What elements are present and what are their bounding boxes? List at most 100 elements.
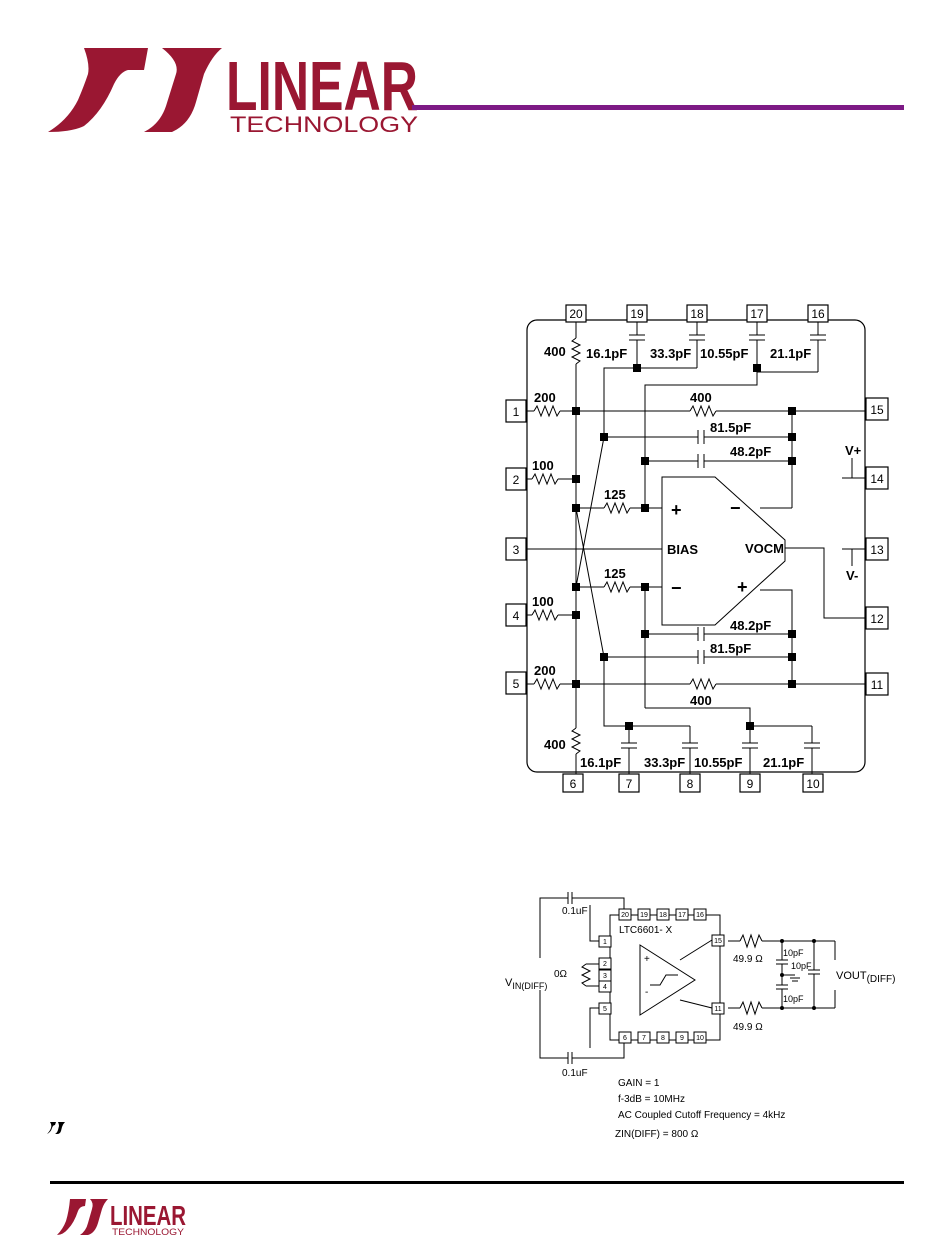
logo-word-technology: TECHNOLOGY — [230, 112, 418, 136]
app-pin-number: 16 — [696, 912, 704, 919]
resistor-label: 400 — [544, 737, 566, 752]
resistor-label: 400 — [544, 344, 566, 359]
cap-in-top-label: 0.1uF — [562, 906, 588, 917]
pin-number: 20 — [569, 307, 583, 321]
app-pin-number: 15 — [714, 938, 722, 945]
pin-number: 12 — [870, 612, 884, 626]
app-pin-number: 11 — [714, 1006, 721, 1013]
app-labels: 0.1uF 0.1uF LTC6601- X 0Ω VIN(DIFF) + - … — [505, 906, 895, 1140]
app-pin-boxes — [598, 908, 725, 1044]
resistor-400-top — [570, 337, 582, 365]
resistor-100-top — [531, 472, 559, 486]
resistor-label: 100 — [532, 594, 554, 609]
vout-label: VOUT(DIFF) — [836, 970, 895, 985]
logo-word-linear: LINEAR — [226, 47, 418, 125]
pin-number: 7 — [626, 777, 633, 791]
vin-label: VIN(DIFF) — [505, 977, 547, 991]
resistor-49.9-bottom — [739, 1000, 763, 1016]
resistor-label: 100 — [532, 458, 554, 473]
pin-number: 2 — [513, 473, 520, 487]
app-pin-number: 7 — [642, 1035, 646, 1042]
app-note: AC Coupled Cutoff Frequency = 4kHz — [618, 1110, 785, 1121]
footer-logo-technology: TECHNOLOGY — [112, 1227, 184, 1237]
cap-label: 10.55pF — [700, 346, 748, 361]
app-pin-number: 1 — [603, 939, 607, 946]
app-note: f-3dB = 10MHz — [618, 1094, 685, 1105]
cap-label: 48.2pF — [730, 618, 771, 633]
resistor-200-bottom — [533, 677, 561, 691]
pin-number: 5 — [513, 677, 520, 691]
app-pin-numbers: 20 19 18 17 16 6 7 8 9 10 1 2 3 4 5 15 1… — [603, 912, 722, 1042]
lt-logo-mark-right — [144, 48, 222, 132]
footer-rule — [50, 1181, 904, 1184]
cap-label: 81.5pF — [710, 420, 751, 435]
vplus-label: V+ — [845, 443, 862, 458]
cap-label: 48.2pF — [730, 444, 771, 459]
resistor-label: 400 — [690, 390, 712, 405]
resistor-100-bottom — [531, 608, 559, 622]
app-note: ZIN(DIFF) = 800 Ω — [615, 1129, 699, 1140]
vminus-label: V- — [846, 568, 858, 583]
pin-number: 18 — [690, 307, 704, 321]
pin-number: 8 — [687, 777, 694, 791]
pin-number: 4 — [513, 609, 520, 623]
component-labels: 400 16.1pF 33.3pF 10.55pF 21.1pF 200 400… — [532, 344, 862, 770]
cap-label: 10pF — [783, 994, 804, 1004]
bottom-pin-boxes — [562, 773, 824, 793]
footer-lt-mark — [57, 1199, 108, 1235]
pin-number: 3 — [513, 543, 520, 557]
left-pin-boxes — [505, 399, 527, 695]
resistor-label: 200 — [534, 663, 556, 678]
part-label: LTC6601- X — [619, 925, 673, 936]
pin-number: 17 — [750, 307, 764, 321]
cap-label: 10.55pF — [694, 755, 742, 770]
cap-label: 33.3pF — [644, 755, 685, 770]
top-pin-boxes — [565, 304, 829, 323]
amp-plus-label: + — [644, 954, 650, 965]
wiring — [526, 322, 866, 774]
amp-plus-bottom: + — [737, 577, 748, 597]
resistor-400-feedback-bottom — [689, 677, 717, 691]
app-amp-symbol — [639, 944, 696, 1016]
resistor-label: 200 — [534, 390, 556, 405]
zero-ohm-label: 0Ω — [554, 969, 568, 980]
top-pin-numbers: 20 19 18 17 16 — [569, 307, 825, 321]
pin-number: 10 — [806, 777, 820, 791]
resistor-label: 400 — [690, 693, 712, 708]
app-pin-number: 20 — [621, 912, 629, 919]
pin-number: 15 — [870, 403, 884, 417]
bias-label: BIAS — [667, 542, 698, 557]
left-pin-numbers: 1 2 3 4 5 — [513, 405, 520, 691]
resistor-label: 125 — [604, 566, 626, 581]
cap-label: 16.1pF — [586, 346, 627, 361]
right-pin-boxes — [865, 397, 889, 696]
pin-number: 16 — [811, 307, 825, 321]
pin-number: 6 — [570, 777, 577, 791]
cap-label: 10pF — [783, 948, 804, 958]
app-pin-number: 3 — [603, 973, 607, 980]
cap-label: 16.1pF — [580, 755, 621, 770]
resistor-125-top — [603, 501, 631, 515]
pin-number: 9 — [747, 777, 754, 791]
footer-logo: LINEAR TECHNOLOGY — [57, 1199, 186, 1237]
app-junctions — [780, 939, 816, 1010]
app-pin-number: 10 — [696, 1035, 704, 1042]
linear-technology-logo: LINEAR TECHNOLOGY — [48, 47, 418, 136]
app-pin-number: 19 — [640, 912, 648, 919]
resistor-label: 49.9 Ω — [733, 954, 763, 965]
app-pin-number: 9 — [680, 1035, 684, 1042]
app-pin-number: 18 — [659, 912, 667, 919]
app-note: GAIN = 1 — [618, 1078, 660, 1089]
app-pin-number: 2 — [603, 961, 607, 968]
cap-label: 10pF — [791, 961, 812, 971]
app-pin-number: 6 — [623, 1035, 627, 1042]
bottom-pin-numbers: 6 7 8 9 10 — [570, 777, 820, 791]
pin-number: 19 — [630, 307, 644, 321]
resistor-200-top — [533, 404, 561, 418]
small-lt-logo-icon — [47, 1122, 65, 1134]
pin-number: 1 — [513, 405, 520, 419]
lt-logo-mark — [48, 48, 148, 132]
resistor-49.9-top — [739, 933, 763, 949]
app-pin-number: 17 — [678, 912, 686, 919]
cap-label: 21.1pF — [763, 755, 804, 770]
